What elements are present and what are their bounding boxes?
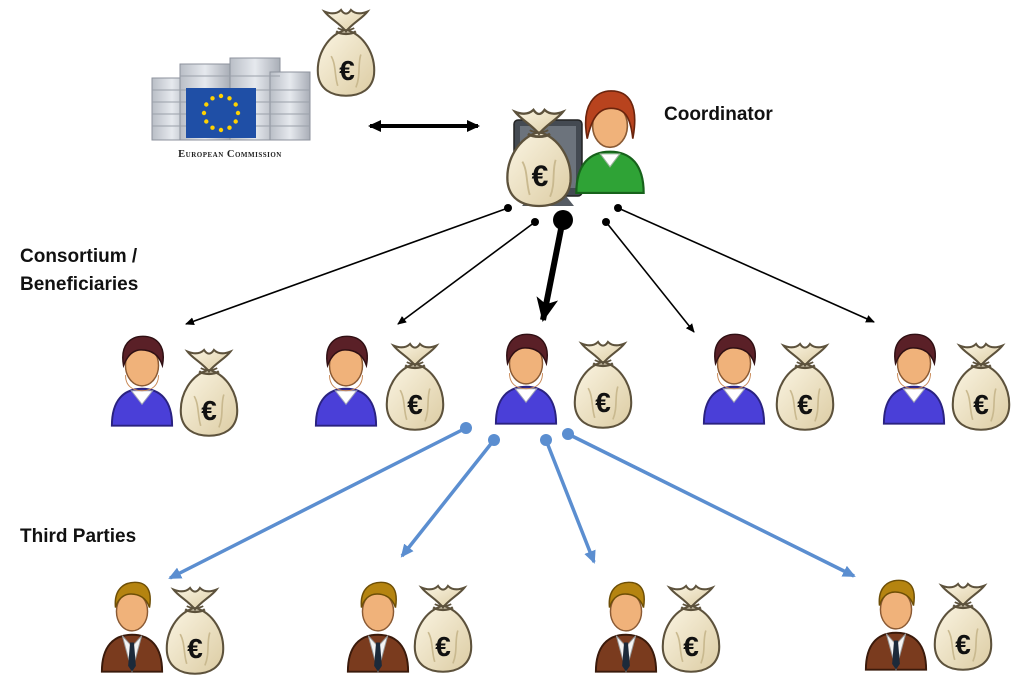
third-parties-label: Third Parties [20, 526, 137, 547]
coordinator-node: € [505, 89, 645, 208]
beneficiary-node: € [882, 333, 1011, 432]
eu-star [227, 96, 232, 101]
euro-symbol: € [339, 55, 355, 86]
beneficiary-person-icon [494, 333, 558, 425]
beneficiary-person-icon [314, 335, 378, 427]
coordinator-label: Coordinator [664, 104, 773, 125]
eu-star [218, 93, 224, 99]
third-party-businessman-icon [594, 581, 658, 673]
euro-symbol: € [955, 629, 971, 660]
third-party-businessman-icon [346, 581, 410, 673]
euro-symbol: € [683, 631, 699, 662]
euro-symbol: € [532, 160, 549, 193]
third-party-businessman-icon [100, 581, 164, 673]
beneficiaries-row: € € € € € [110, 333, 1011, 438]
beneficiary-person-icon [882, 333, 946, 425]
third-party-node: € [100, 581, 225, 676]
commission-money-bag: € [316, 8, 376, 98]
eu-star [227, 125, 232, 130]
eu-star [218, 127, 224, 133]
eu-star [210, 96, 215, 101]
beneficiary-node: € [110, 335, 239, 438]
coordinator-to-beneficiaries-arrows [185, 204, 875, 333]
third-parties-row: € € € € [100, 579, 993, 676]
beneficiary-node: € [494, 333, 633, 430]
beneficiary-to-third-parties-arrows [168, 422, 856, 580]
third-party-businessman-icon [864, 579, 928, 671]
european-commission-logo: European Commission [151, 57, 311, 160]
eu-star [233, 102, 238, 107]
eu-star [235, 110, 241, 116]
coordinator-person-icon [575, 89, 645, 195]
euro-symbol: € [201, 395, 217, 426]
euro-symbol: € [973, 389, 989, 420]
eu-star [204, 119, 209, 124]
beneficiary-person-icon [702, 333, 766, 425]
third-party-node: € [594, 581, 721, 674]
consortium-label-line2: Beneficiaries [20, 274, 139, 295]
eu-star [210, 125, 215, 130]
euro-symbol: € [435, 631, 451, 662]
eu-star [233, 119, 238, 124]
euro-symbol: € [187, 633, 203, 664]
consortium-label-line1: Consortium / [20, 246, 138, 267]
eu-flag-icon [186, 88, 256, 138]
third-party-node: € [346, 581, 473, 674]
beneficiary-node: € [314, 335, 445, 432]
beneficiary-node: € [702, 333, 835, 432]
euro-symbol: € [595, 387, 611, 418]
eu-star [204, 102, 209, 107]
beneficiary-person-icon [110, 335, 174, 427]
eu-star [201, 110, 207, 116]
euro-symbol: € [797, 389, 813, 420]
euro-symbol: € [407, 389, 423, 420]
third-party-node: € [864, 579, 993, 672]
european-commission-caption: European Commission [178, 149, 282, 160]
